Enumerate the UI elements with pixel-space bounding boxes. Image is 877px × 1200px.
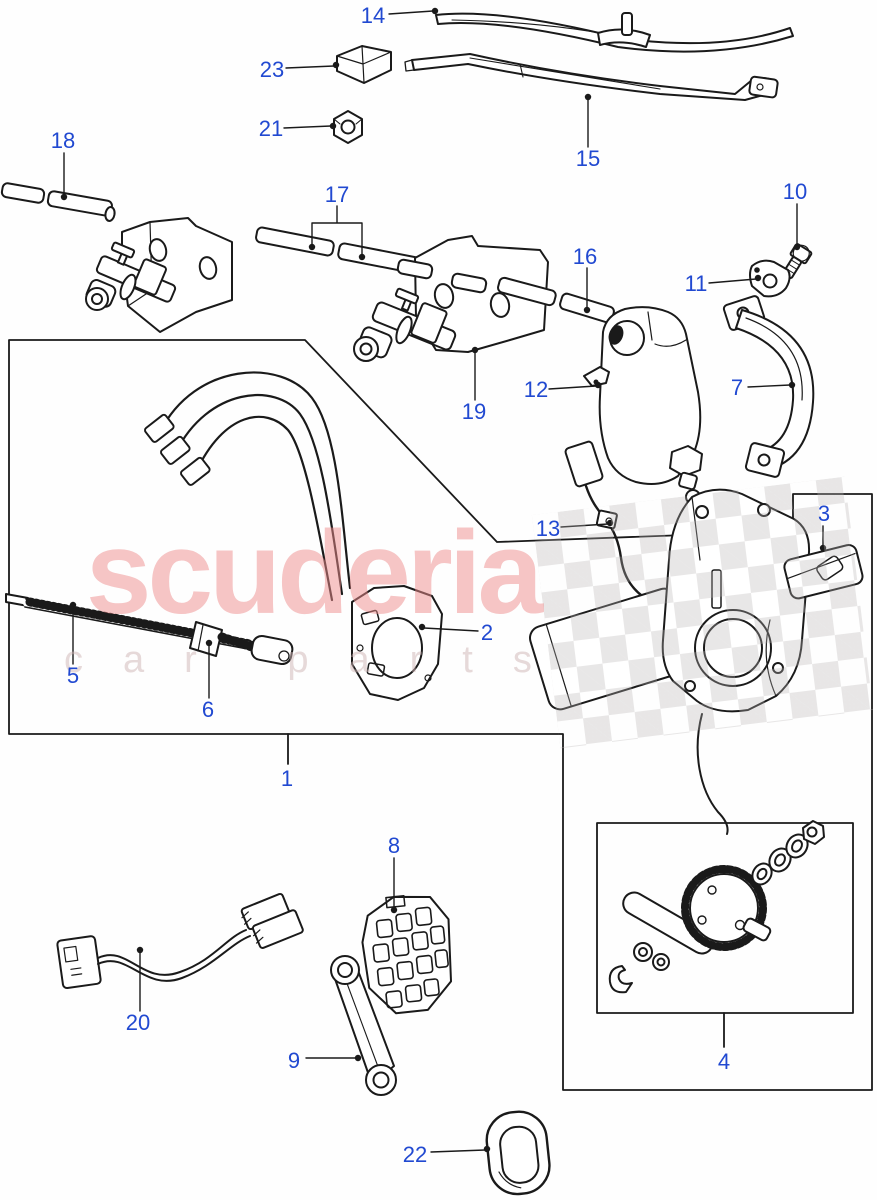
part-label-9: 9 [287, 1048, 301, 1073]
wheelbox-left [85, 217, 233, 333]
part-14-wiper-blade [435, 12, 794, 53]
part-22-grommet [485, 1110, 551, 1196]
part-label-16: 16 [572, 244, 598, 269]
part-label-13: 13 [535, 516, 561, 541]
part-label-10: 10 [782, 179, 808, 204]
harness-cables [158, 371, 352, 602]
part-label-14: 14 [360, 3, 386, 28]
part-label-22: 22 [402, 1142, 428, 1167]
part-label-1: 1 [280, 766, 294, 791]
part-label-5: 5 [66, 663, 80, 688]
leader-lines [63, 10, 824, 1153]
part-21-nut [333, 110, 363, 144]
part-3-cover-pad [783, 544, 864, 600]
part-label-17: 17 [324, 182, 350, 207]
part-label-21: 21 [258, 116, 284, 141]
part-9-link-arm [330, 955, 397, 1096]
part-label-18: 18 [50, 128, 76, 153]
part-label-3: 3 [817, 501, 831, 526]
part-label-23: 23 [259, 57, 285, 82]
part-4-gear-kit [608, 820, 825, 994]
part-19-wheelbox [353, 235, 549, 362]
part-label-12: 12 [523, 377, 549, 402]
part-label-6: 6 [201, 697, 215, 722]
part-label-20: 20 [125, 1010, 151, 1035]
part-7-strap [722, 295, 815, 478]
part-label-4: 4 [717, 1049, 731, 1074]
part-20-jumper-harness [56, 892, 304, 990]
part-label-7: 7 [730, 375, 744, 400]
part-15-wiper-arm [404, 53, 779, 101]
leader-dots [60, 7, 827, 1153]
part-label-11: 11 [684, 271, 708, 296]
part-11-bracket [749, 259, 791, 298]
part-label-8: 8 [387, 833, 401, 858]
part-label-15: 15 [575, 146, 601, 171]
wiper-motor-assembly [529, 306, 811, 835]
harness-connectors [144, 413, 211, 486]
part-23-cap [336, 45, 392, 84]
part-5-rack-cable [5, 593, 294, 666]
part-2-mounting-plate [351, 585, 443, 701]
part-8-pad [361, 895, 453, 1015]
part-label-19: 19 [461, 399, 487, 424]
part-label-2: 2 [480, 620, 494, 645]
kit-callout-box-1 [8, 339, 873, 1091]
